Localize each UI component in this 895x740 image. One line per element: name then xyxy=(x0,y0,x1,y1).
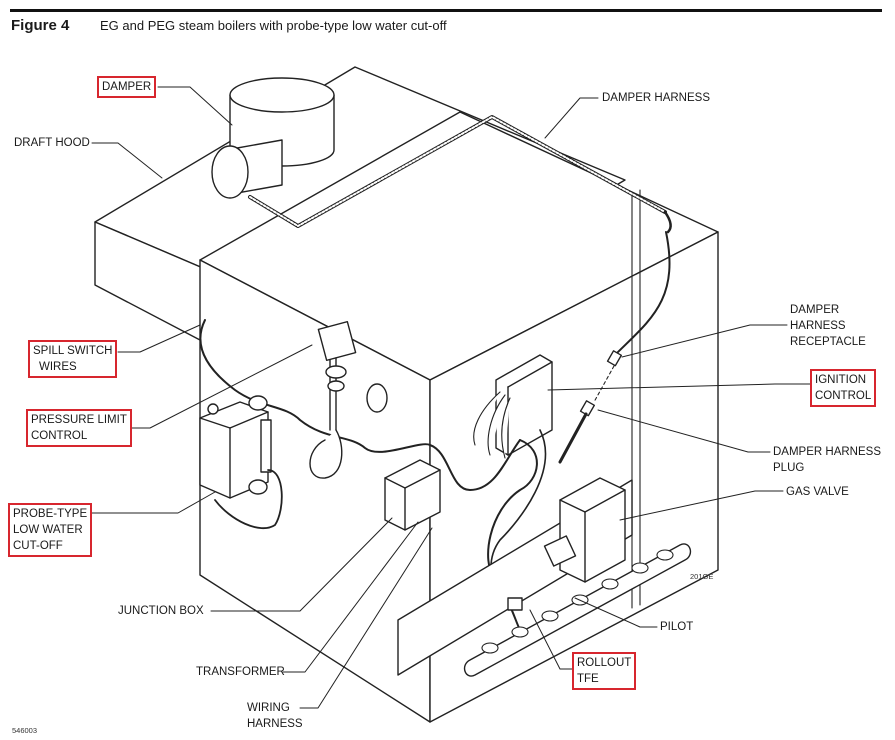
ignition-control-shape xyxy=(473,354,553,459)
label-receptacle-line3: RECEPTACLE xyxy=(790,336,866,348)
label-probe-line3: CUT-OFF xyxy=(13,540,63,552)
label-rollout-line2: TFE xyxy=(577,673,599,685)
label-gas-valve: GAS VALVE xyxy=(786,486,849,498)
label-pressure-limit-control: PRESSURE LIMIT CONTROL xyxy=(26,409,132,447)
document-code: 546003 xyxy=(12,726,38,735)
label-spill-switch-wires: SPILL SWITCH WIRES xyxy=(28,340,118,378)
label-pressure-limit-line2: CONTROL xyxy=(31,430,88,442)
label-spill-switch-line2: WIRES xyxy=(39,361,77,373)
label-damper-harness-plug: DAMPER HARNESS PLUG xyxy=(773,444,881,476)
pressure-limit-control-shape xyxy=(309,320,388,479)
label-plug-line2: PLUG xyxy=(773,462,805,474)
plug-shape xyxy=(579,400,596,417)
label-rollout-tfe: ROLLOUT TFE xyxy=(572,652,637,690)
header-rule xyxy=(10,9,882,12)
probe-lwco-shape xyxy=(199,395,272,499)
label-transformer: TRANSFORMER xyxy=(196,666,285,678)
label-probe-line2: LOW WATER xyxy=(13,524,83,536)
spill-switch-wires-shape xyxy=(199,319,521,491)
figure-number: Figure 4 xyxy=(11,17,70,34)
label-receptacle-line2: HARNESS xyxy=(790,320,846,332)
damper-shape xyxy=(211,77,335,199)
label-rollout-line1: ROLLOUT xyxy=(577,657,632,669)
label-damper-harness-receptacle: DAMPER HARNESS RECEPTACLE xyxy=(790,302,866,350)
label-plug-line1: DAMPER HARNESS xyxy=(773,446,881,458)
receptacle-shape xyxy=(606,350,623,367)
damper-harness-shape xyxy=(248,115,672,356)
label-damper-harness: DAMPER HARNESS xyxy=(602,92,710,104)
label-junction-box: JUNCTION BOX xyxy=(118,605,204,617)
label-damper: DAMPER xyxy=(97,76,157,98)
drawing-code: 201GE xyxy=(690,572,714,581)
gas-valve-shape xyxy=(543,477,626,583)
label-probe-line1: PROBE-TYPE xyxy=(13,508,88,520)
leader-lines xyxy=(87,86,811,709)
rollout-tfe-shape xyxy=(507,597,523,611)
label-pilot: PILOT xyxy=(660,621,694,633)
label-wiring-harness: WIRING HARNESS xyxy=(247,700,303,732)
burner-tubes xyxy=(481,549,674,654)
label-wiring-line1: WIRING xyxy=(247,702,290,714)
label-ignition-line2: CONTROL xyxy=(815,390,872,402)
label-wiring-line2: HARNESS xyxy=(247,718,303,730)
label-ignition-line1: IGNITION xyxy=(815,374,867,386)
label-pressure-limit-line1: PRESSURE LIMIT xyxy=(31,414,127,426)
junction-box-shape xyxy=(384,459,441,531)
figure-caption: EG and PEG steam boilers with probe-type… xyxy=(100,18,447,33)
label-draft-hood: DRAFT HOOD xyxy=(14,137,90,149)
label-spill-switch-line1: SPILL SWITCH xyxy=(33,345,113,357)
label-probe-lwco: PROBE-TYPE LOW WATER CUT-OFF xyxy=(8,503,93,557)
label-receptacle-line1: DAMPER xyxy=(790,304,840,316)
label-ignition-control: IGNITION CONTROL xyxy=(810,369,877,407)
